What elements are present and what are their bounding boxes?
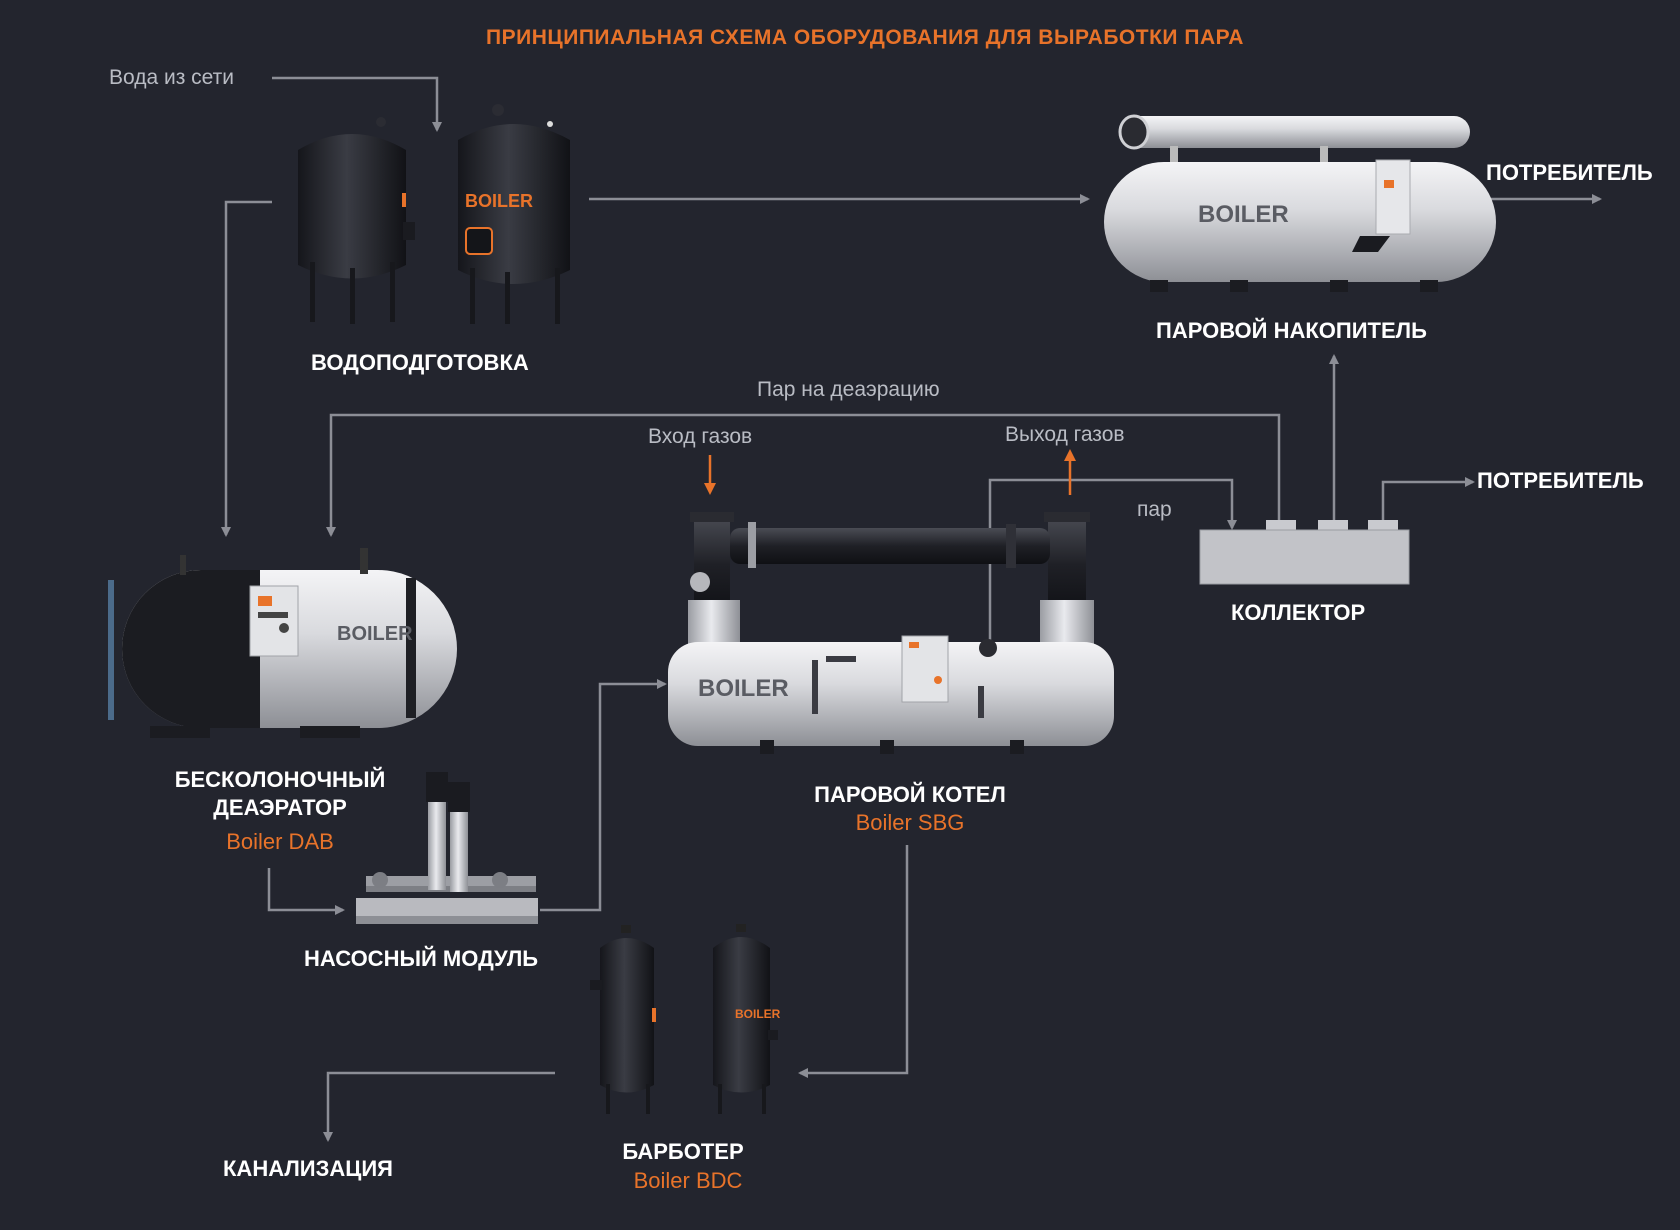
bubbler-model: Boiler BDC [633,1168,743,1193]
flow-water-in [272,76,442,132]
accumulator-logo: BOILER [1198,201,1289,228]
sewer-label: КАНАЛИЗАЦИЯ [223,1156,393,1181]
deaerator-label-line1: БЕСКОЛОНОЧНЫЙ [174,767,386,792]
water-treatment-vessels: BOILER [298,104,570,324]
bubbler-vessels: BOILER [590,924,781,1114]
water-treatment-label: ВОДОПОДГОТОВКА [311,350,529,375]
boiler-model: Boiler SBG [855,810,965,835]
water-treatment-tank-left [298,117,415,324]
boiler-logo: BOILER [698,675,789,702]
flow-treatment-to-deaerator [221,200,272,537]
flow-pump-to-boiler [540,679,667,912]
steam-accumulator: BOILER [1104,114,1496,292]
deaerator-logo: BOILER [337,623,413,645]
diagram-title: ПРИНЦИПИАЛЬНАЯ СХЕМА ОБОРУДОВАНИЯ ДЛЯ ВЫ… [486,26,1244,49]
collector-label: КОЛЛЕКТОР [1231,600,1366,625]
bubbler-logo: BOILER [735,1007,781,1021]
bubbler-tank-right: BOILER [713,924,781,1114]
boiler-label: ПАРОВОЙ КОТЕЛ [814,782,1006,807]
flow-bubbler-to-sewer [323,1071,555,1142]
consumer-top-label: ПОТРЕБИТЕЛЬ [1486,160,1653,185]
steam-accumulator-label: ПАРОВОЙ НАКОПИТЕЛЬ [1156,318,1427,343]
collector-box [1199,520,1410,585]
water-treatment-logo: BOILER [465,191,533,211]
gas-out-note: Выход газов [1005,423,1125,446]
steam-note: пар [1137,498,1172,521]
consumer-mid-label: ПОТРЕБИТЕЛЬ [1477,468,1644,493]
gas-in-note: Вход газов [648,425,753,448]
flow-boiler-to-bubbler [798,845,909,1078]
pump-module-label: НАСОСНЫЙ МОДУЛЬ [304,946,539,971]
deaerator-model: Boiler DAB [226,829,334,854]
steam-boiler: BOILER [668,512,1114,754]
flow-deaerator-to-pump [267,868,345,915]
water-in-note: Вода из сети [109,66,235,89]
bubbler-tank-left [590,925,656,1114]
deaerator: BOILER [108,548,457,738]
flow-steam-to-deaeration [326,413,1281,537]
flow-boiler-steam-to-collector [988,478,1237,650]
flow-collector-to-consumer [1381,477,1475,520]
steam-to-deaeration-note: Пар на деаэрацию [757,378,940,401]
bubbler-label: БАРБОТЕР [622,1139,744,1164]
water-treatment-tank-right: BOILER [458,104,570,324]
deaerator-label-line2: ДЕАЭРАТОР [213,795,347,820]
pump-module [356,772,538,924]
flow-lines [221,76,1602,1142]
